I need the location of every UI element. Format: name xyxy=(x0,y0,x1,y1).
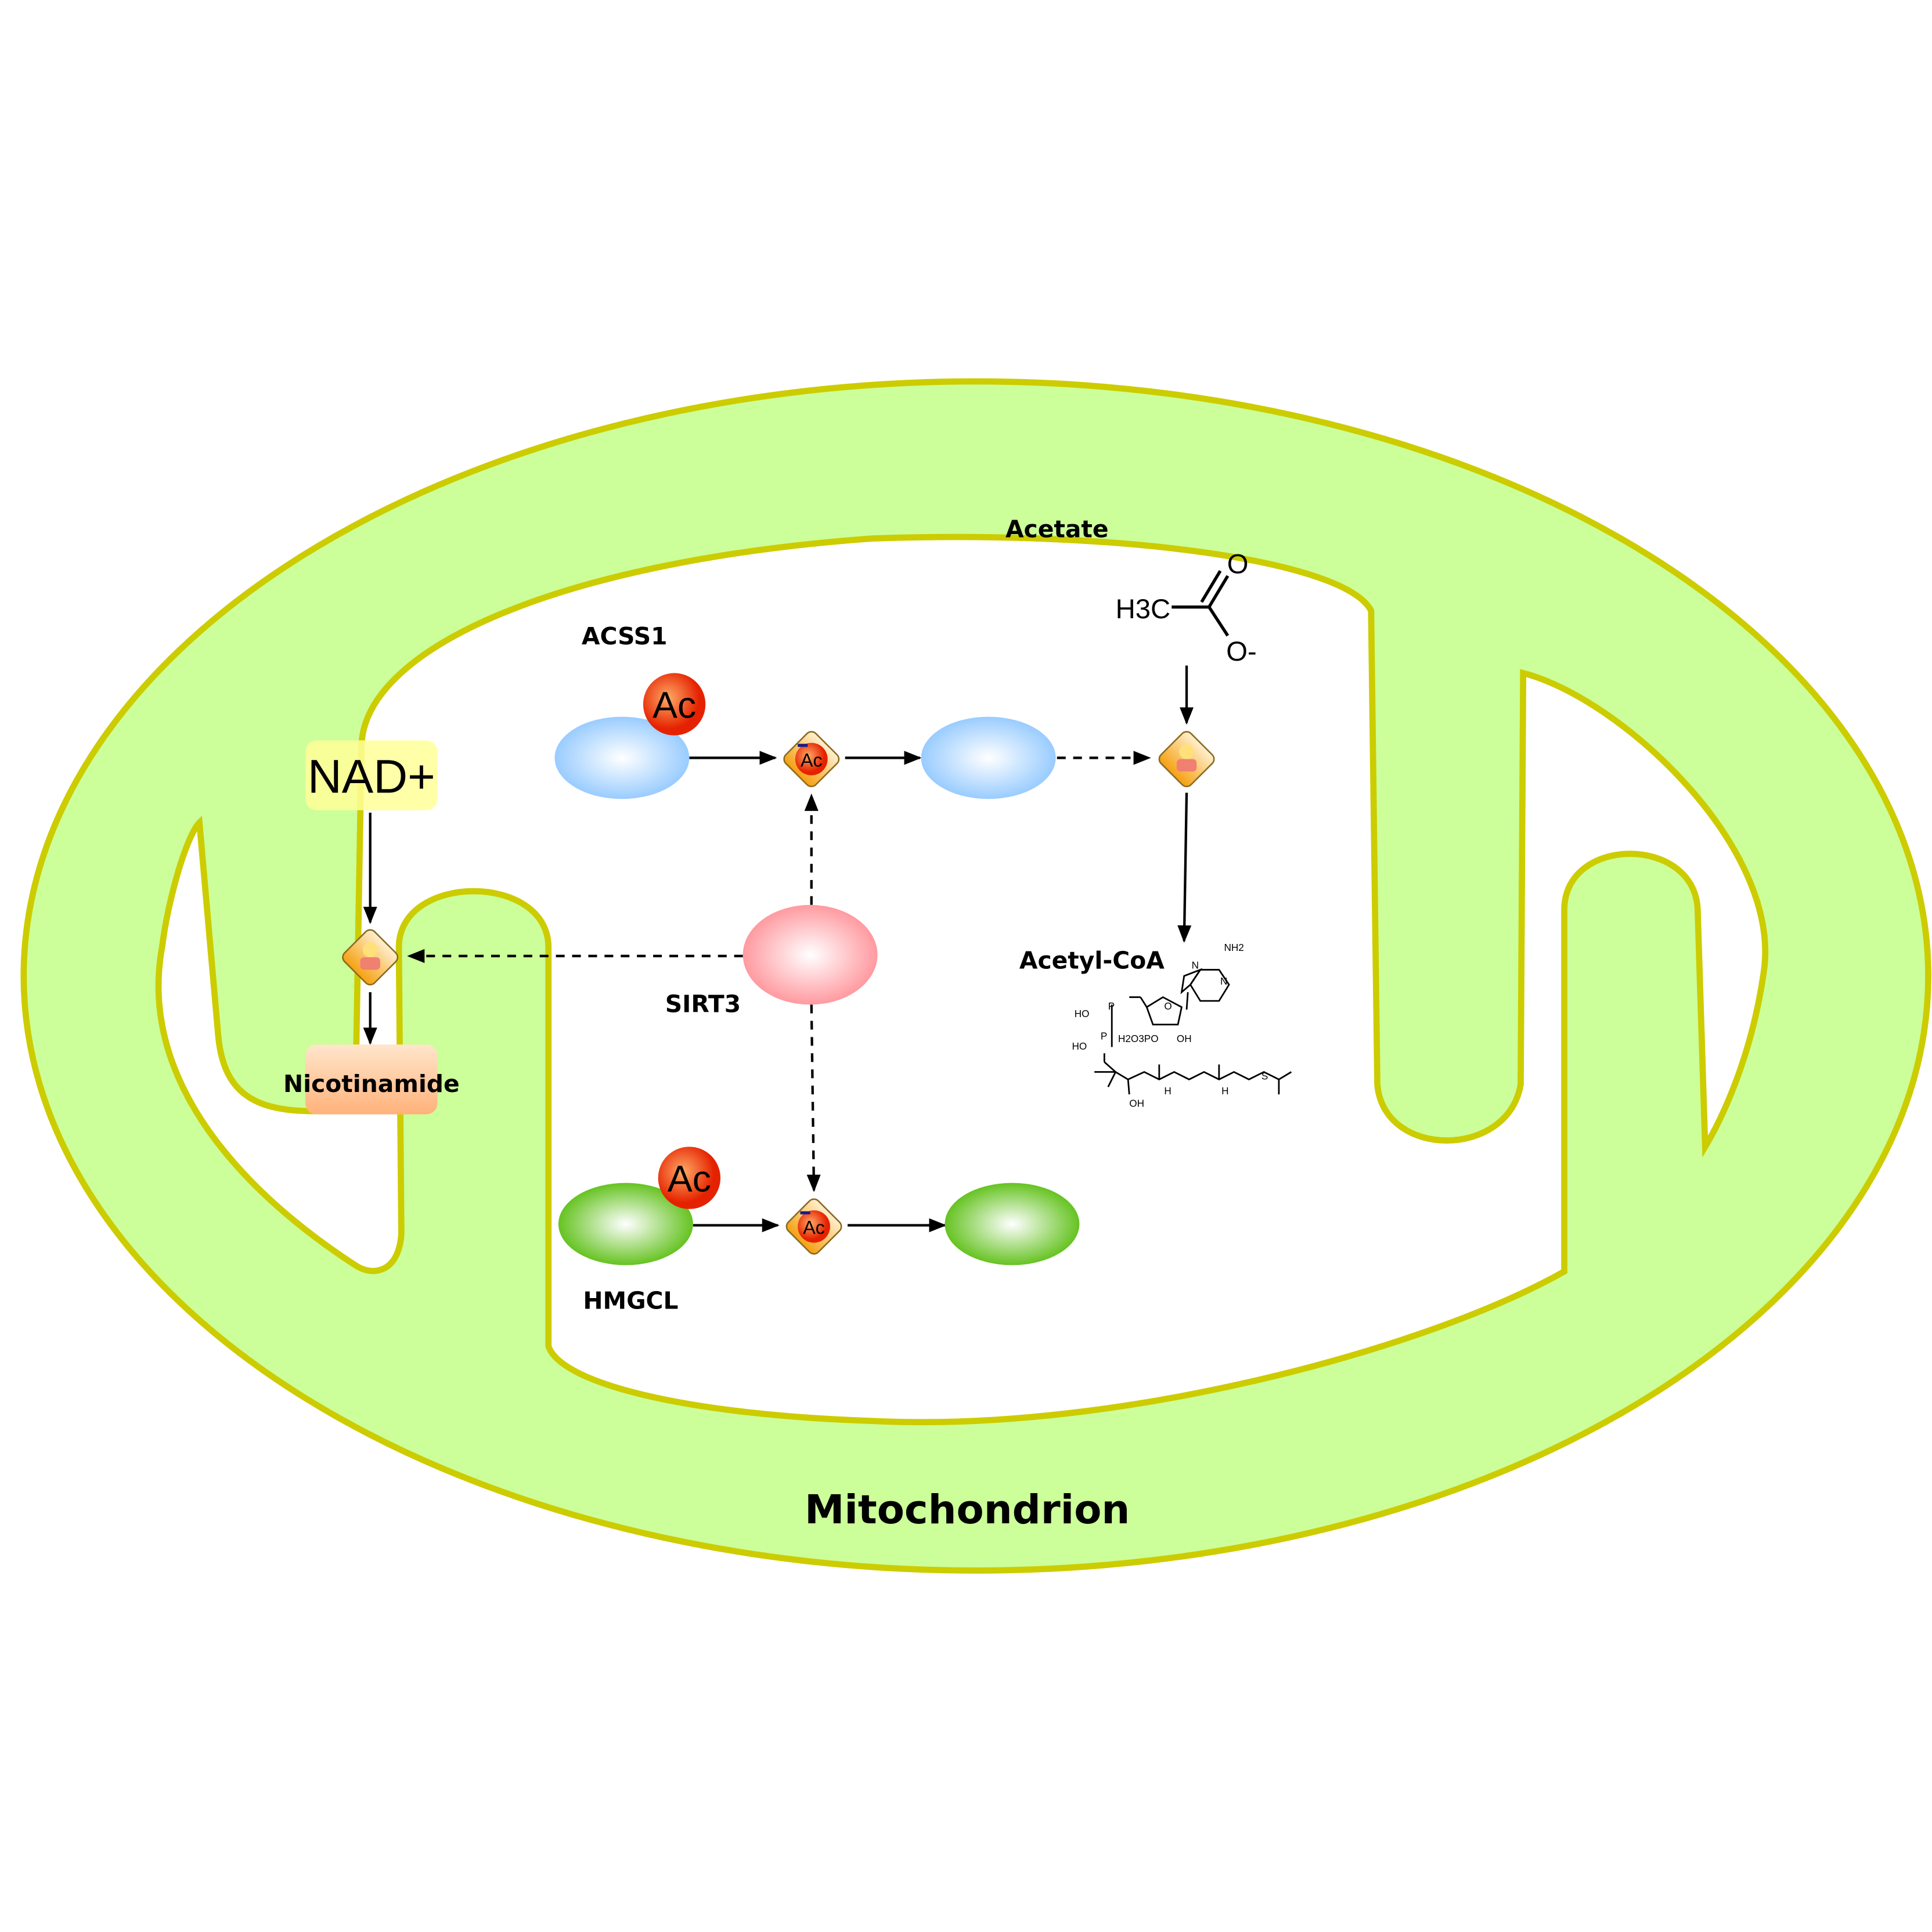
catalysis-process-acetyl-coa[interactable] xyxy=(1156,728,1217,790)
svg-text:N: N xyxy=(1192,959,1199,971)
nicotinamide-label: Nicotinamide xyxy=(283,1070,460,1098)
nicotinamide-node[interactable] xyxy=(305,1044,438,1115)
acss1-label: ACSS1 xyxy=(582,622,668,650)
hmgcl-label: HMGCL xyxy=(583,1286,678,1314)
acetyl-coa-label: Acetyl-CoA xyxy=(1019,946,1165,974)
acetyl-badge-hmgcl: Ac xyxy=(658,1147,721,1209)
svg-text:H: H xyxy=(1221,1085,1228,1097)
svg-text:H3C: H3C xyxy=(1116,594,1170,625)
svg-text:Ac: Ac xyxy=(668,1158,711,1200)
svg-text:P: P xyxy=(1108,1000,1115,1012)
nad-node[interactable] xyxy=(305,740,438,810)
acetyl-coa-structure: NH2 N N O HO P HO P H2O3PO OH OH H H S xyxy=(1072,942,1292,1109)
acss1-acetylated-node[interactable] xyxy=(554,716,690,799)
acetyl-badge-acss1: Ac xyxy=(643,673,706,736)
svg-text:HO: HO xyxy=(1075,1008,1090,1019)
nad-label: NAD+ xyxy=(308,751,435,803)
hmgcl-acetylated-node[interactable] xyxy=(558,1183,693,1266)
svg-text:O-: O- xyxy=(1226,636,1256,667)
svg-text:H: H xyxy=(1164,1085,1171,1097)
svg-text:S: S xyxy=(1261,1070,1268,1082)
svg-text:P: P xyxy=(1101,1030,1107,1042)
svg-text:N: N xyxy=(1220,975,1227,987)
deacetylation-process-hmgcl[interactable]: Ac xyxy=(783,1195,845,1257)
svg-text:HO: HO xyxy=(1072,1040,1087,1052)
compartment-title: Mitochondrion xyxy=(805,1487,1130,1533)
hmgcl-deacetylated-node[interactable] xyxy=(945,1183,1080,1266)
svg-text:H2O3PO: H2O3PO xyxy=(1118,1033,1159,1044)
arrow-to-acetyl-coa xyxy=(1177,792,1192,943)
svg-text:Ac: Ac xyxy=(801,749,823,770)
deacetylation-process-acss1[interactable]: Ac xyxy=(780,728,842,790)
acetate-label: Acetate xyxy=(1005,515,1109,543)
sirt3-node[interactable] xyxy=(742,904,878,1005)
acetate-structure: H3C O O- xyxy=(1116,549,1257,667)
svg-text:O: O xyxy=(1227,549,1249,580)
svg-text:Ac: Ac xyxy=(803,1217,825,1238)
acss1-deacetylated-node[interactable] xyxy=(921,716,1056,799)
svg-text:NH2: NH2 xyxy=(1224,942,1243,953)
svg-text:Ac: Ac xyxy=(653,684,696,726)
svg-text:OH: OH xyxy=(1177,1033,1192,1044)
svg-text:O: O xyxy=(1164,1000,1172,1012)
catalysis-process-nad[interactable] xyxy=(339,927,401,988)
svg-text:OH: OH xyxy=(1129,1098,1144,1109)
sirt3-label: SIRT3 xyxy=(665,990,741,1018)
